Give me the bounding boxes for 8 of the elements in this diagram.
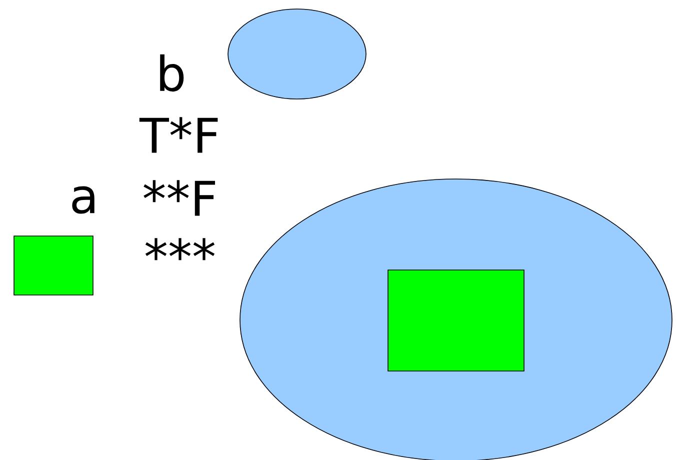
matrix-label: *** (145, 238, 215, 260)
ellipse-shape (228, 8, 366, 100)
matrix-label: **F (144, 180, 216, 216)
rectangle-shape (388, 270, 524, 372)
rectangle-shape (14, 236, 94, 296)
matrix-label: T*F (139, 117, 218, 153)
letter-label: a (72, 186, 94, 214)
letter-label: b (160, 54, 184, 92)
